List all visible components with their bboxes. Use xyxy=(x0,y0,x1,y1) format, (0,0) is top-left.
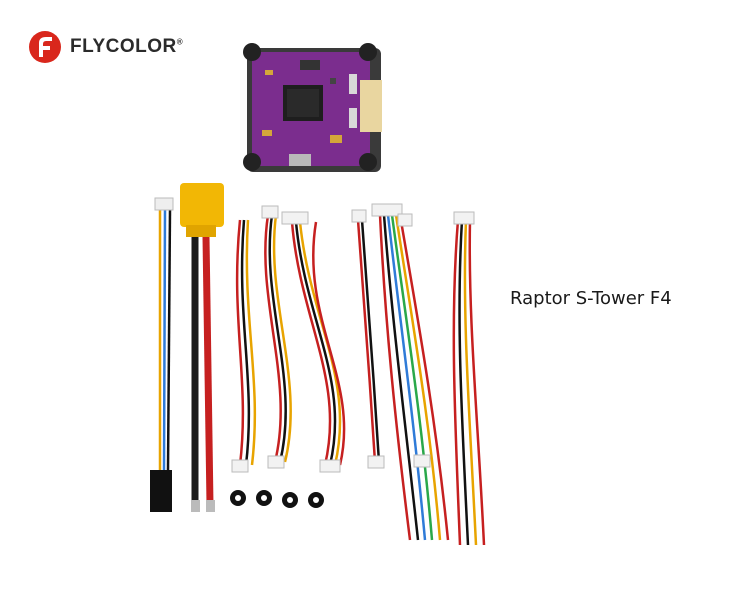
wire-harness-2 xyxy=(264,214,292,463)
brand-logo: FLYCOLOR® xyxy=(28,30,183,64)
product-title: Raptor S-Tower F4 xyxy=(510,288,672,309)
rubber-grommets xyxy=(230,490,324,508)
wire-harness-5 xyxy=(378,214,450,541)
brand-name-text: FLYCOLOR xyxy=(70,36,177,57)
registered-mark: ® xyxy=(176,37,184,47)
wire-harness-4 xyxy=(356,219,381,463)
brand-name: FLYCOLOR® xyxy=(70,36,183,58)
power-cable-xt60 xyxy=(180,183,224,512)
wire-harness-1 xyxy=(235,219,257,466)
flight-controller-board xyxy=(243,43,382,172)
jst-connectors xyxy=(231,203,475,473)
wire-harness-6 xyxy=(452,219,486,546)
receiver-cable xyxy=(150,197,174,512)
wire-harness-3 xyxy=(290,221,346,466)
flycolor-f-logo-icon xyxy=(29,31,61,63)
